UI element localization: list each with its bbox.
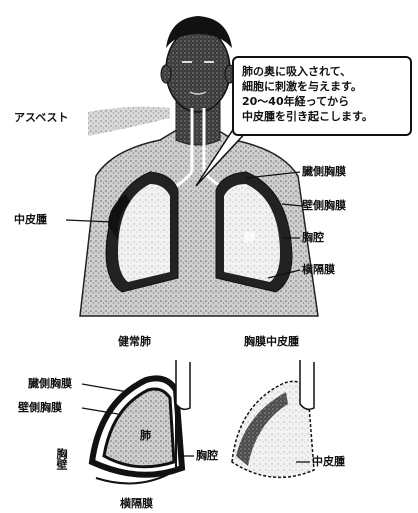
label-pleural-cavity-top: 胸腔 bbox=[302, 232, 324, 243]
callout-box: 肺の奥に吸入されて、 細胞に刺激を与えます。 20～40年経ってから 中皮腫を引… bbox=[232, 56, 412, 136]
healthy-lung-diagram bbox=[92, 360, 190, 483]
label-asbestos: アスベスト bbox=[14, 112, 68, 123]
callout-line-2: 細胞に刺激を与えます。 bbox=[242, 79, 404, 94]
label-lung-bottom: 肺 bbox=[140, 430, 151, 441]
label-mesothelioma-title: 胸膜中皮腫 bbox=[244, 336, 299, 347]
label-chest-wall-bottom: 胸壁 bbox=[56, 448, 67, 470]
callout-line-1: 肺の奥に吸入されて、 bbox=[242, 64, 404, 79]
label-lung-top: 肺 bbox=[244, 232, 255, 243]
callout-line-3: 20～40年経ってから bbox=[242, 94, 404, 109]
mesothelioma-lung-diagram bbox=[232, 360, 314, 477]
asbestos-dust bbox=[88, 107, 170, 136]
label-parietal-pleura-top: 壁側胸膜 bbox=[302, 200, 346, 211]
label-parietal-pleura-bottom: 壁側胸膜 bbox=[18, 402, 62, 413]
label-diaphragm-bottom: 横隔膜 bbox=[120, 498, 153, 509]
callout-line-4: 中皮腫を引き起こします。 bbox=[242, 109, 404, 124]
label-diaphragm-top: 横隔膜 bbox=[302, 264, 335, 275]
label-mesothelioma-top: 中皮腫 bbox=[14, 214, 47, 225]
label-visceral-pleura-top: 臓側胸膜 bbox=[302, 166, 346, 177]
label-pleural-cavity-bottom: 胸腔 bbox=[196, 450, 218, 461]
label-mesothelioma-bottom: 中皮腫 bbox=[312, 456, 345, 467]
label-visceral-pleura-bottom: 臓側胸膜 bbox=[28, 378, 72, 389]
label-healthy-lung-title: 健常肺 bbox=[118, 336, 151, 347]
